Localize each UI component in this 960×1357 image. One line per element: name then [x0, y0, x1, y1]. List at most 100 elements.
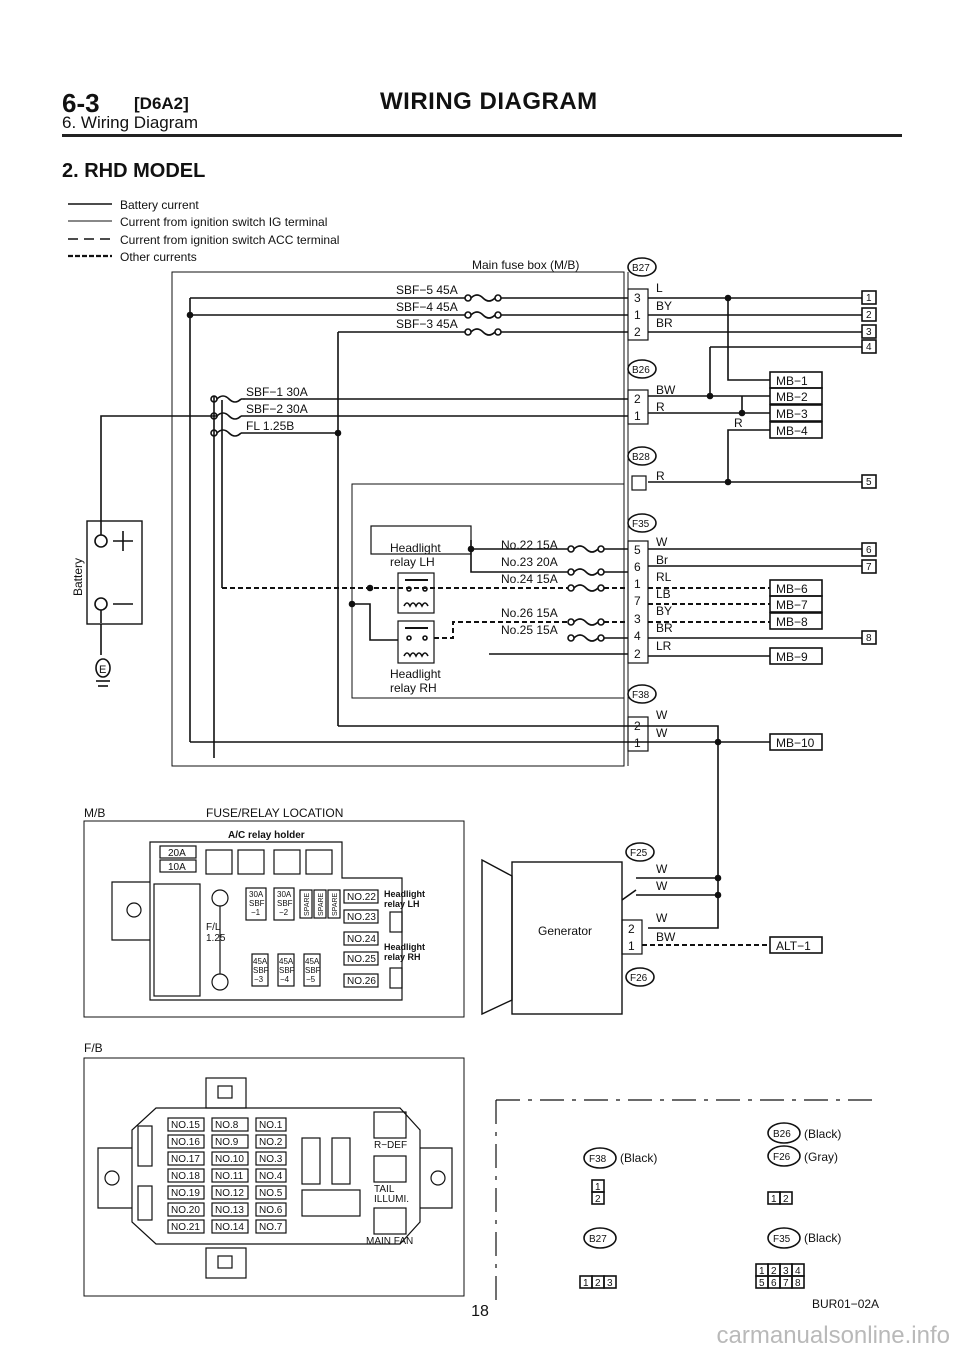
- dest-alt1: ALT−1: [776, 939, 811, 953]
- view-f35-pin7: 7: [783, 1278, 789, 1289]
- mb-sbf3-name: SBF: [253, 966, 269, 975]
- mb-sbf4-num: −4: [280, 975, 290, 984]
- page-subtitle: 6. Wiring Diagram: [62, 113, 199, 132]
- view-f35-pin6: 6: [771, 1278, 777, 1289]
- fb-fuse-no7: NO.7: [259, 1222, 283, 1233]
- dest-mb7: MB−7: [776, 598, 808, 612]
- relay-rh-symbol: [397, 620, 435, 664]
- mb-spare-3: SPARE: [332, 892, 339, 916]
- view-f35-pin3: 3: [783, 1266, 789, 1277]
- destination-mb: MB−1 MB−2 MB−3 MB−4 MB−6 MB−7 MB−8 MB−9 …: [769, 371, 823, 751]
- section-title: 2. RHD MODEL: [62, 160, 206, 182]
- fb-fuse-no14: NO.14: [215, 1222, 244, 1233]
- fb-fuse-no3: NO.3: [259, 1154, 283, 1165]
- dest-mb2: MB−2: [776, 390, 808, 404]
- battery: Battery E: [71, 520, 143, 687]
- fb-fuse-no13: NO.13: [215, 1205, 244, 1216]
- generator-label: Generator: [538, 924, 592, 938]
- connector-f38: F38 2 1 W W: [627, 684, 668, 752]
- mb-sbf4-amp: 45A: [279, 957, 294, 966]
- connector-b27: B27 3 1 2 L BY BR: [627, 257, 673, 341]
- mb-sbf4-name: SBF: [279, 966, 295, 975]
- fuse-sbf1: SBF−1 30A: [246, 385, 308, 399]
- fb-fuse-no16: NO.16: [171, 1137, 200, 1148]
- relay-area-outline: [351, 483, 625, 699]
- dest-8: 8: [866, 633, 872, 644]
- fuse-no24: No.24 15A: [501, 572, 558, 586]
- mb-fl-label-1: F/L: [206, 922, 221, 933]
- view-f26-id: F26: [773, 1152, 791, 1163]
- fuse-symbols-relay: [567, 545, 605, 642]
- f35-wire-rl: RL: [656, 570, 672, 584]
- fb-fuse-no2: NO.2: [259, 1137, 283, 1148]
- view-f38-color: (Black): [620, 1151, 657, 1165]
- view-b26-id: B26: [773, 1129, 791, 1140]
- view-f38-pin1: 1: [595, 1182, 601, 1193]
- fb-fuse-no4: NO.4: [259, 1171, 283, 1182]
- dest-2: 2: [866, 310, 872, 321]
- fb-fuse-no11: NO.11: [215, 1171, 244, 1182]
- page-header: 6-3 [D6A2] WIRING DIAGRAM 6. Wiring Diag…: [0, 0, 960, 140]
- mb-sbf1-name: SBF: [249, 899, 265, 908]
- dest-6: 6: [866, 545, 872, 556]
- view-f26-pin1: 1: [771, 1194, 777, 1205]
- mb-sbf2-amp: 30A: [277, 890, 292, 899]
- f35-wire-by: BY: [656, 604, 672, 618]
- mb-sbf3-amp: 45A: [253, 957, 268, 966]
- dest-mb6: MB−6: [776, 582, 808, 596]
- view-f35-color: (Black): [804, 1231, 841, 1245]
- dest-4: 4: [866, 342, 872, 353]
- dest-mb10: MB−10: [776, 736, 815, 750]
- b27-id: B27: [632, 263, 650, 274]
- model-code: [D6A2]: [134, 94, 189, 113]
- b26-id: B26: [632, 365, 650, 376]
- b27-pin-2: 2: [634, 325, 641, 339]
- mb-fuse-no26: NO.26: [347, 976, 376, 987]
- dest-7: 7: [866, 562, 872, 573]
- fb-fuse-no17: NO.17: [171, 1154, 200, 1165]
- mb-sbf3-num: −3: [254, 975, 264, 984]
- mb-location-title: FUSE/RELAY LOCATION: [206, 806, 343, 820]
- dest-mb3: MB−3: [776, 407, 808, 421]
- fb-relay-illumi: ILLUMI.: [374, 1194, 409, 1205]
- connector-views: B26 (Black) F38 (Black) F26 (Gray) 1 2 1…: [495, 1099, 880, 1311]
- f38-wire-w1: W: [656, 708, 668, 722]
- b27-pin-3: 3: [634, 291, 641, 305]
- view-f26-color: (Gray): [804, 1150, 838, 1164]
- section-number: 6-3: [62, 88, 100, 118]
- f35-wire-br2: BR: [656, 621, 673, 635]
- mb-fuse-no25: NO.25: [347, 954, 376, 965]
- f35-pin-3: 3: [634, 612, 641, 626]
- mb-sbf2-num: −2: [279, 908, 289, 917]
- f35-wire-br: Br: [656, 553, 668, 567]
- header-rule: [62, 134, 902, 137]
- fb-relay-rdef: R−DEF: [374, 1140, 407, 1151]
- view-b27-id: B27: [589, 1234, 607, 1245]
- mb-fuse-no23: NO.23: [347, 912, 376, 923]
- f35-wire-w: W: [656, 535, 668, 549]
- mb-fl-label-2: 1.25: [206, 933, 226, 944]
- fuse-sbf3: SBF−3 45A: [396, 317, 458, 331]
- relay-lh-symbol: [397, 572, 435, 614]
- dest-1: 1: [866, 293, 872, 304]
- fb-fuse-no19: NO.19: [171, 1188, 200, 1199]
- b26-pin-1: 1: [634, 409, 641, 423]
- f35-pin-7: 7: [634, 594, 641, 608]
- relay-rh-label-2: relay RH: [390, 681, 437, 695]
- f25-id: F25: [630, 848, 648, 859]
- fuse-no22: No.22 15A: [501, 538, 558, 552]
- ac-holder-label: A/C relay holder: [228, 830, 305, 841]
- fb-fuse-no20: NO.20: [171, 1205, 200, 1216]
- fb-body: NO.15 NO.16 NO.17 NO.18 NO.19 NO.20 NO.2…: [97, 1077, 453, 1279]
- fb-fuse-no15: NO.15: [171, 1120, 200, 1131]
- f35-pin-1: 1: [634, 577, 641, 591]
- f35-pin-5: 5: [634, 543, 641, 557]
- legend-battery: Battery current: [120, 198, 199, 212]
- dest-3: 3: [866, 327, 872, 338]
- view-b27-pin1: 1: [583, 1278, 589, 1289]
- f38-wire-w2: W: [656, 726, 668, 740]
- b26-pin-2: 2: [634, 392, 641, 406]
- relay-rh-label-1: Headlight: [390, 667, 441, 681]
- figure-code: BUR01−02A: [812, 1297, 879, 1311]
